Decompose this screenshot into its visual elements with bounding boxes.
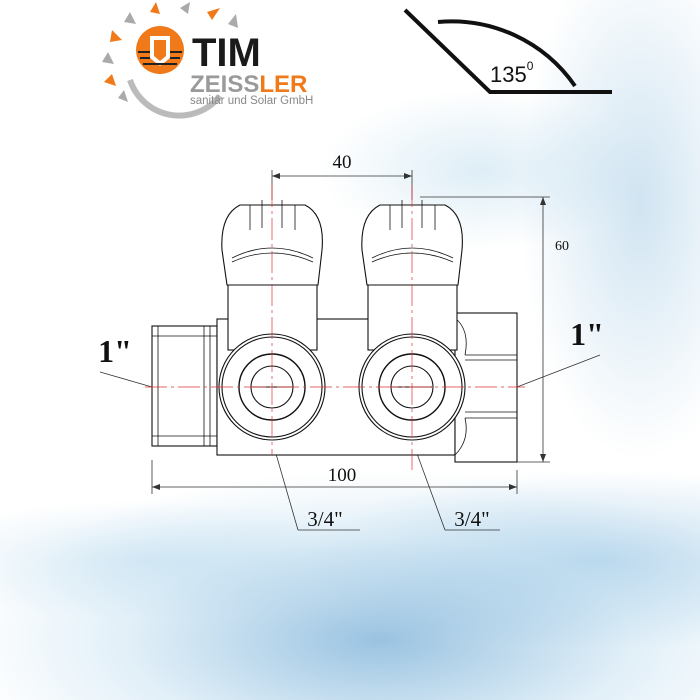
logo-brand-gray: ZEISS — [190, 71, 259, 98]
angle-135-icon — [403, 8, 612, 94]
logo-tagline: sanitär und Solar GmbH — [190, 95, 313, 107]
manifold-drawing — [151, 200, 518, 463]
shield-emblem-icon — [136, 26, 184, 74]
logo-brand-orange: LER — [259, 71, 307, 98]
logo-brand-top: TIM — [192, 31, 261, 75]
left-inlet-size: 1" — [98, 333, 132, 369]
sun-rays-icon — [102, 2, 238, 102]
outlet-left-size: 3/4" — [307, 507, 342, 531]
angle-degree: 0 — [527, 59, 534, 73]
male-thread — [151, 325, 218, 447]
centerlines — [145, 185, 525, 470]
angle-value: 1350 — [490, 59, 534, 87]
dimension-length: 100 — [328, 465, 357, 486]
dimension-spacing: 40 — [333, 152, 352, 173]
right-inlet-size: 1" — [570, 316, 604, 352]
dimension-height: 60 — [555, 239, 569, 254]
outlet-right-size: 3/4" — [454, 507, 489, 531]
logo-brand-bottom: ZEISSLER — [190, 71, 307, 98]
company-logo: TIM ZEISSLER sanitär und Solar GmbH — [102, 2, 313, 119]
